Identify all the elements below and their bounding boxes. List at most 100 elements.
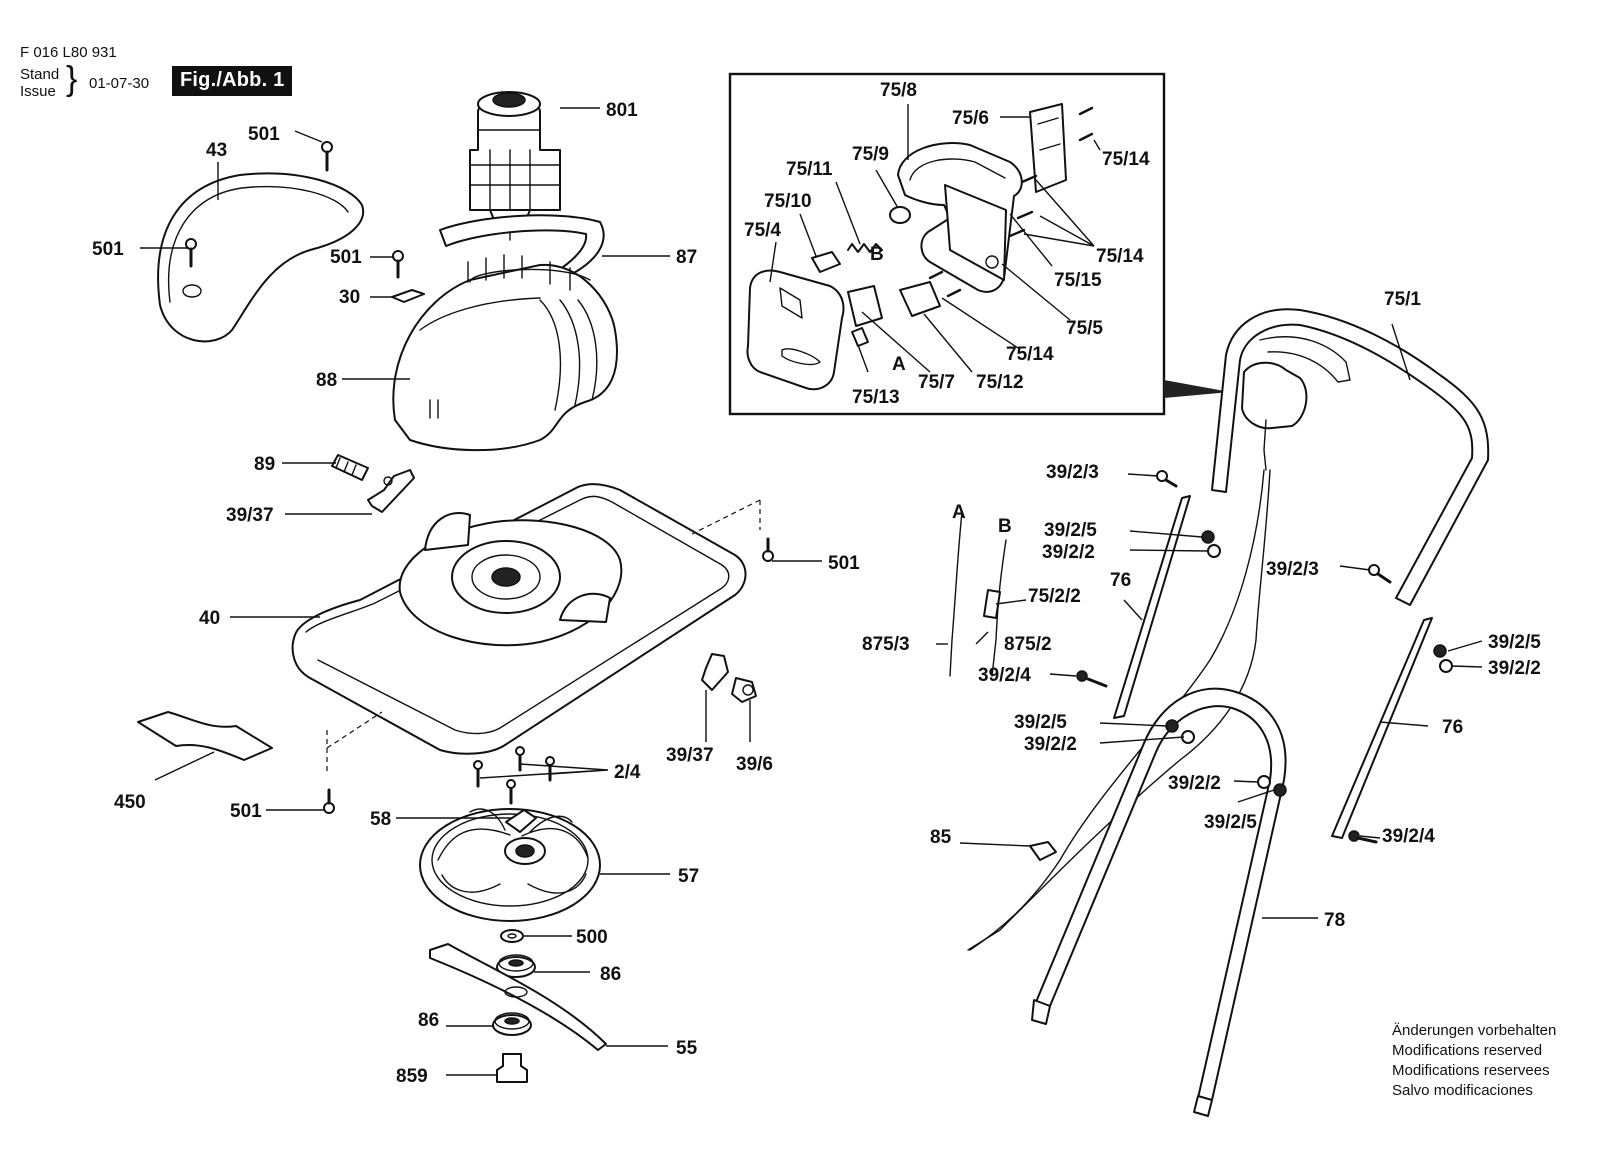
- blade-55: [429, 943, 607, 1051]
- leader-lines: [140, 104, 1483, 1076]
- document-number: F 016 L80 931: [20, 44, 117, 61]
- label-30: 30: [339, 287, 360, 308]
- note-en: Modifications reserved: [1392, 1042, 1543, 1059]
- cover-43: [157, 172, 365, 343]
- screw-501-top: [321, 141, 333, 172]
- label-75-14-right: 75/14: [1096, 246, 1144, 267]
- label-39-2-3-left: 39/2/3: [1046, 462, 1099, 483]
- label-39-2-4-right: 39/2/4: [1382, 826, 1435, 847]
- label-89: 89: [254, 454, 275, 475]
- cable-gland-89: [331, 454, 369, 481]
- label-75-14-top: 75/14: [1102, 149, 1150, 170]
- inset-pointer-arrow: [1164, 380, 1230, 398]
- label-75-8: 75/8: [880, 80, 917, 101]
- label-39-6: 39/6: [736, 754, 773, 775]
- label-39-2-2-d: 39/2/2: [1168, 773, 1221, 794]
- label-75-7: 75/7: [918, 372, 955, 393]
- label-58: 58: [370, 809, 391, 830]
- bracket-39-37-bottom: [701, 653, 729, 691]
- stand-label: Stand: [20, 66, 60, 83]
- figure-badge: Fig./Abb. 1: [172, 66, 293, 96]
- label-75-10: 75/10: [764, 191, 812, 212]
- label-39-2-2-c: 39/2/2: [1488, 658, 1541, 679]
- tube-76-left: [1113, 495, 1191, 719]
- label-39-2-5-b: 39/2/5: [1014, 712, 1067, 733]
- label-39-2-4-left: 39/2/4: [978, 665, 1031, 686]
- label-875-2: 875/2: [1004, 634, 1052, 655]
- label-86-bottom: 86: [418, 1010, 439, 1031]
- label-500: 500: [576, 927, 608, 948]
- part-labels: 43 501 501 801 501 87 30 88 89 39/37 40 …: [92, 80, 1541, 1087]
- issue-date: 01-07-30: [89, 75, 150, 92]
- label-39-2-3-right: 39/2/3: [1266, 559, 1319, 580]
- label-875-3: 875/3: [862, 634, 910, 655]
- label-75-2-2: 75/2/2: [1028, 586, 1081, 607]
- label-78: 78: [1324, 910, 1345, 931]
- label-40: 40: [199, 608, 220, 629]
- label-39-37-top: 39/37: [226, 505, 274, 526]
- fan-57: [419, 808, 601, 922]
- motor-801: [469, 91, 561, 241]
- label-501-bottom: 501: [230, 801, 262, 822]
- housing-88: [392, 254, 618, 452]
- bearing-86-top: [496, 954, 536, 978]
- label-2-4: 2/4: [614, 762, 641, 783]
- dashed-assembly-line-2: [326, 711, 383, 775]
- dashed-assembly-line: [691, 499, 761, 535]
- label-39-2-5-c: 39/2/5: [1488, 632, 1541, 653]
- label-85: 85: [930, 827, 952, 848]
- label-39-2-2-a: 39/2/2: [1042, 542, 1095, 563]
- plate-58: [505, 809, 537, 833]
- label-87: 87: [676, 247, 697, 268]
- screws-2-4: [473, 746, 555, 805]
- label-75-13: 75/13: [852, 387, 900, 408]
- label-39-2-5-d: 39/2/5: [1204, 812, 1257, 833]
- label-86-top: 86: [600, 964, 621, 985]
- label-55: 55: [676, 1038, 698, 1059]
- label-801: 801: [606, 100, 638, 121]
- label-88: 88: [316, 370, 337, 391]
- label-75-14-bottom: 75/14: [1006, 344, 1054, 365]
- knob-39-6: [731, 677, 757, 703]
- label-B-wire: B: [998, 516, 1012, 537]
- note-fr: Modifications reservees: [1392, 1062, 1550, 1079]
- label-76-left: 76: [1110, 570, 1131, 591]
- label-43: 43: [206, 140, 227, 161]
- label-B-inset: B: [870, 244, 884, 265]
- label-501-top: 501: [248, 124, 280, 145]
- label-75-1: 75/1: [1384, 289, 1421, 310]
- label-sticker-450: [137, 711, 273, 761]
- label-859: 859: [396, 1066, 428, 1087]
- handle-upper-75-1: [1211, 308, 1490, 606]
- label-39-2-5-a: 39/2/5: [1044, 520, 1097, 541]
- screw-501-bottom: [323, 788, 335, 814]
- screw-501-right: [762, 537, 774, 562]
- handle-lower-78: [1031, 687, 1287, 1117]
- cable-wires: [949, 469, 1271, 951]
- handle-hardware: [1029, 470, 1453, 861]
- brace-glyph: }: [66, 60, 78, 98]
- hood-40: [291, 483, 747, 755]
- inset-switch-box: [728, 72, 1166, 416]
- screw-501-mid: [392, 250, 404, 279]
- label-75-4: 75/4: [744, 220, 781, 241]
- label-75-15: 75/15: [1054, 270, 1102, 291]
- label-39-2-2-b: 39/2/2: [1024, 734, 1077, 755]
- nut-859: [496, 1053, 528, 1083]
- clip-30: [391, 289, 425, 303]
- washer-500: [500, 929, 524, 943]
- issue-label: Issue: [20, 83, 56, 100]
- bracket-39-37-top: [367, 469, 415, 513]
- label-75-11: 75/11: [786, 159, 833, 180]
- label-75-9: 75/9: [852, 144, 889, 165]
- bearing-86-bottom: [492, 1012, 532, 1036]
- label-57: 57: [678, 866, 699, 887]
- label-A-inset: A: [892, 354, 906, 375]
- label-A-wire: A: [952, 502, 966, 523]
- label-75-5: 75/5: [1066, 318, 1103, 339]
- screw-501-cover: [185, 238, 197, 268]
- label-39-37-bottom: 39/37: [666, 745, 714, 766]
- note-de: Änderungen vorbehalten: [1392, 1022, 1557, 1039]
